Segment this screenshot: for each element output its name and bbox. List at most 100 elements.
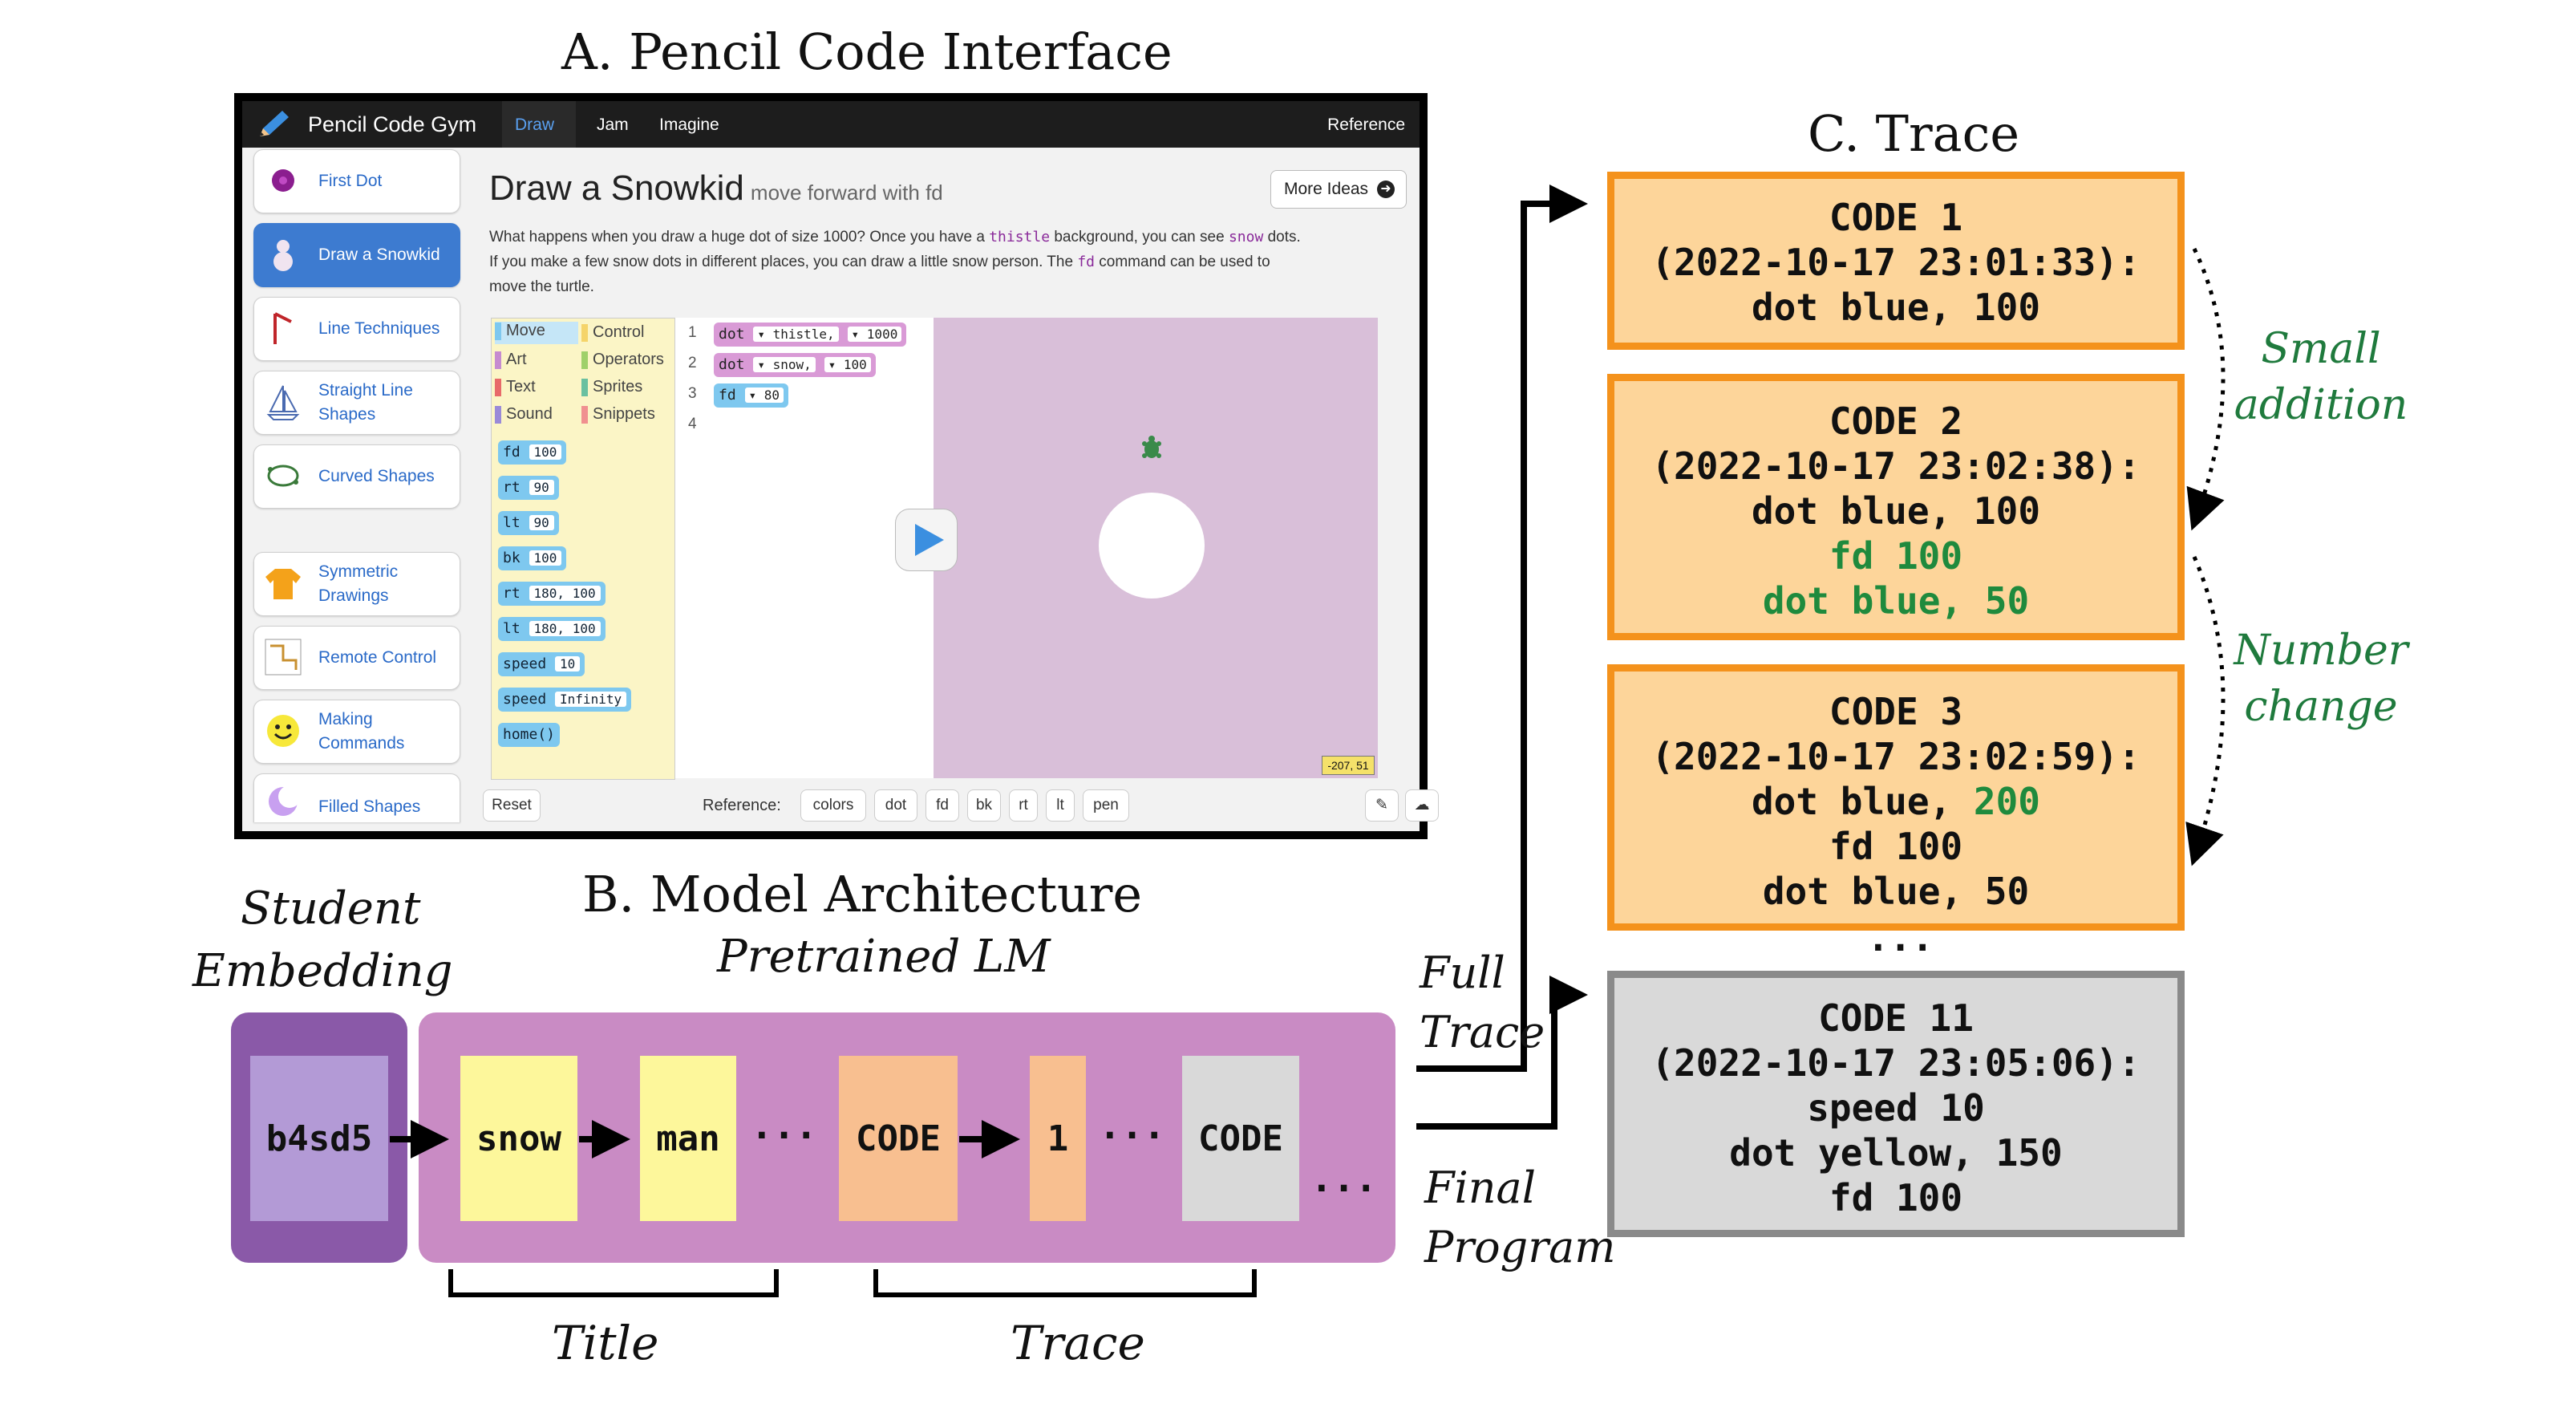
code-block-fd[interactable]: fd ▾ 80 xyxy=(714,383,789,408)
code-block-dot[interactable]: dot ▾ snow, ▾ 100 xyxy=(714,353,876,377)
ref-bk-button[interactable]: bk xyxy=(967,789,1001,822)
app-name[interactable]: Pencil Code Gym xyxy=(308,112,477,136)
coordinate-readout: -207, 51 xyxy=(1322,756,1375,775)
lesson-filled-shapes[interactable]: Filled Shapes xyxy=(253,773,460,822)
block-arg: Infinity xyxy=(555,692,627,707)
lesson-curved-shapes[interactable]: Curved Shapes xyxy=(253,444,460,509)
label-line: Trace xyxy=(1420,1007,1545,1057)
sailboat-icon xyxy=(266,385,300,420)
reference-link[interactable]: Reference xyxy=(1327,116,1405,134)
lesson-label: Draw a Snowkid xyxy=(318,245,440,264)
arrow-right-icon: ➜ xyxy=(1377,181,1395,198)
ref-pen-button[interactable]: pen xyxy=(1083,789,1129,822)
label-line: Full xyxy=(1420,947,1505,998)
palette-block[interactable]: lt 180, 100 xyxy=(498,617,606,641)
code-line-added: fd 100 xyxy=(1829,534,1963,578)
code-arg[interactable]: ▾ thistle, xyxy=(753,327,839,342)
palette-block[interactable]: fd 100 xyxy=(498,440,567,465)
code-line: speed 10 xyxy=(1807,1086,1985,1130)
block-arg: 90 xyxy=(529,480,554,495)
tab-imagine[interactable]: Imagine xyxy=(659,116,719,134)
code-arg[interactable]: ▾ 80 xyxy=(744,387,784,403)
snowman-icon xyxy=(273,240,293,271)
title-brace xyxy=(448,1269,779,1297)
top-bar: Pencil Code Gym Draw Jam Imagine Referen… xyxy=(242,101,1420,148)
tshirt-icon xyxy=(265,569,301,599)
drawing-canvas[interactable] xyxy=(934,318,1378,778)
lesson-first-dot[interactable]: First Dot xyxy=(253,149,460,213)
lesson-remote-control[interactable]: Remote Control xyxy=(253,626,460,690)
category-snippets[interactable]: Snippets xyxy=(581,405,655,424)
lesson-label: Symmetric xyxy=(318,562,399,581)
category-label: Snippets xyxy=(593,405,655,423)
category-label: Sound xyxy=(506,405,553,423)
category-sound[interactable]: Sound xyxy=(495,405,553,424)
category-sprites[interactable]: Sprites xyxy=(581,378,642,396)
category-control[interactable]: Control xyxy=(581,323,644,342)
ref-dot-button[interactable]: dot xyxy=(874,789,917,822)
code-timestamp: (2022-10-17 23:01:33): xyxy=(1651,241,2141,284)
code-line: dot blue, 100 xyxy=(1751,489,2041,533)
label-line: Program xyxy=(1424,1222,1616,1272)
block-arg: 10 xyxy=(555,656,581,672)
code-line: dot blue, 50 xyxy=(1762,870,2030,913)
description-text: command can be used to xyxy=(1099,254,1270,270)
block-command: rt xyxy=(503,585,520,602)
keyword-thistle: thistle xyxy=(989,229,1051,245)
code-arg[interactable]: ▾ 1000 xyxy=(847,327,902,342)
description-text: What happens when you draw a huge dot of… xyxy=(489,229,985,245)
label-line: Student xyxy=(241,882,421,935)
code-arg[interactable]: ▾ snow, xyxy=(753,357,816,372)
token-1: 1 xyxy=(1030,1056,1086,1221)
code-header: CODE 3 xyxy=(1829,690,1963,733)
ref-colors-button[interactable]: colors xyxy=(800,789,866,822)
code-line: dot yellow, 150 xyxy=(1729,1131,2063,1175)
lesson-label: Drawings xyxy=(318,586,389,605)
share-button[interactable]: ☁ xyxy=(1405,789,1439,822)
trace-code-2: CODE 2 (2022-10-17 23:02:38): dot blue, … xyxy=(1607,374,2185,640)
trace-ellipsis: ··· xyxy=(1867,926,1934,969)
block-palette: Move Control Art Operators Text Sprites … xyxy=(491,318,675,780)
snow-dot xyxy=(1099,493,1205,598)
category-move[interactable]: Move xyxy=(495,322,578,344)
palette-block[interactable]: rt 180, 100 xyxy=(498,582,606,606)
description-text: If you make a few snow dots in different… xyxy=(489,254,1074,270)
palette-block[interactable]: home() xyxy=(498,723,561,747)
run-play-button[interactable] xyxy=(895,509,958,571)
category-operators[interactable]: Operators xyxy=(581,351,664,369)
embedding-token: b4sd5 xyxy=(250,1056,388,1221)
reset-button[interactable]: Reset xyxy=(483,789,541,822)
lesson-draw-a-snowkid[interactable]: Draw a Snowkid xyxy=(253,223,460,287)
category-text[interactable]: Text xyxy=(495,378,536,396)
tab-jam[interactable]: Jam xyxy=(597,116,629,134)
code-header: CODE 1 xyxy=(1829,196,1963,239)
palette-block[interactable]: rt 90 xyxy=(498,476,559,500)
edit-pencil-button[interactable]: ✎ xyxy=(1365,789,1399,822)
category-art[interactable]: Art xyxy=(495,351,527,369)
curved-shape-icon xyxy=(267,465,299,487)
palette-block[interactable]: speed Infinity xyxy=(498,688,632,712)
ref-fd-button[interactable]: fd xyxy=(925,789,959,822)
reference-label: Reference: xyxy=(703,797,781,814)
ref-lt-button[interactable]: lt xyxy=(1046,789,1075,822)
block-arg: 180, 100 xyxy=(529,586,601,601)
play-icon xyxy=(915,524,944,556)
token-code-final: CODE xyxy=(1182,1056,1299,1221)
tab-draw[interactable]: Draw xyxy=(515,116,555,134)
palette-block[interactable]: lt 90 xyxy=(498,511,559,535)
lesson-line-techniques[interactable]: Line Techniques xyxy=(253,297,460,361)
number-change-arrow xyxy=(2185,556,2226,866)
code-arg[interactable]: ▾ 100 xyxy=(824,357,871,372)
code-command: dot xyxy=(719,326,745,343)
lesson-description: What happens when you draw a huge dot of… xyxy=(489,225,1412,299)
trace-code-1: CODE 1 (2022-10-17 23:01:33): dot blue, … xyxy=(1607,172,2185,350)
palette-block[interactable]: bk 100 xyxy=(498,546,567,570)
code-block-dot[interactable]: dot ▾ thistle, ▾ 1000 xyxy=(714,323,907,347)
more-ideas-button[interactable]: More Ideas ➜ xyxy=(1270,170,1407,209)
palette-block[interactable]: speed 10 xyxy=(498,652,585,676)
ref-rt-button[interactable]: rt xyxy=(1009,789,1038,822)
